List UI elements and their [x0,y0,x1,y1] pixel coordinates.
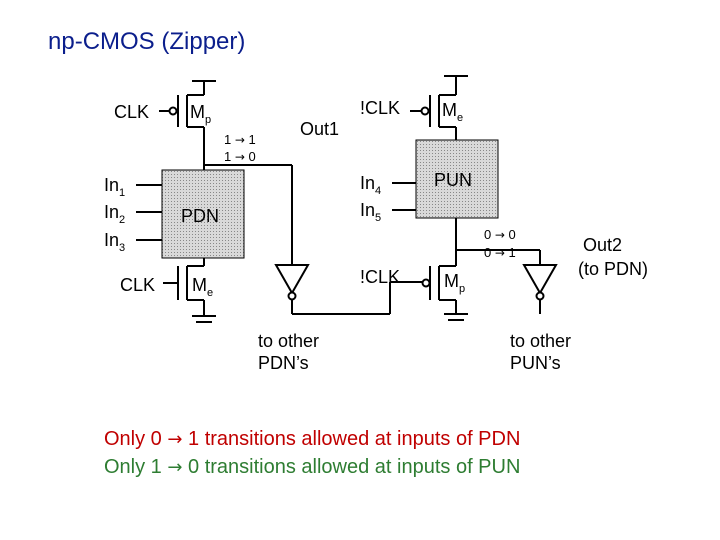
to-other-pdn-line2: PDN’s [258,353,309,373]
out1-label: Out1 [300,119,340,139]
to-other-pun-line1: to other [510,331,572,351]
out2-label-line1: Out2 [583,235,623,255]
input-in3: In3 [104,230,126,254]
pdn-label: PDN [181,206,220,226]
me-label: Me [192,275,214,299]
out2-label-line2: (to PDN) [578,259,649,279]
pdn-block [161,169,245,259]
right-stage-wiring [392,75,558,321]
clk-top-label: CLK [114,102,150,122]
me-right-label: Me [442,100,464,124]
pun-label: PUN [434,170,473,190]
input-in1: In1 [104,175,126,199]
transition-0-1: 0 → 1 [484,245,516,260]
nclk-bottom-label: !CLK [360,267,401,287]
pun-block [415,139,499,219]
nclk-top-label: !CLK [360,98,401,118]
left-stage-wiring [136,80,422,323]
input-in5: In5 [360,200,382,224]
to-other-pdn-line1: to other [258,331,320,351]
mp-gate-bubble [168,106,178,116]
clk-bottom-label: CLK [120,275,156,295]
page-title: np-CMOS (Zipper) [48,28,246,55]
to-other-pun-line2: PUN’s [510,353,561,373]
transition-0-0: 0 → 0 [484,227,516,242]
transition-1-0: 1 → 0 [224,149,256,164]
pun-transition-note: Only 1 → 0 transitions allowed at inputs… [104,456,521,478]
pdn-transition-note: Only 0 → 1 transitions allowed at inputs… [104,428,521,450]
inverter-bubble-left [287,291,297,301]
mp-label: Mp [190,102,212,126]
input-in4: In4 [360,173,382,197]
mp-right-label: Mp [444,271,466,295]
me-gate-bubble [420,106,430,116]
inverter-bubble-right [535,291,545,301]
input-in2: In2 [104,202,126,226]
mp-gate-bubble-right [421,278,431,288]
transition-1-1: 1 → 1 [224,132,256,147]
